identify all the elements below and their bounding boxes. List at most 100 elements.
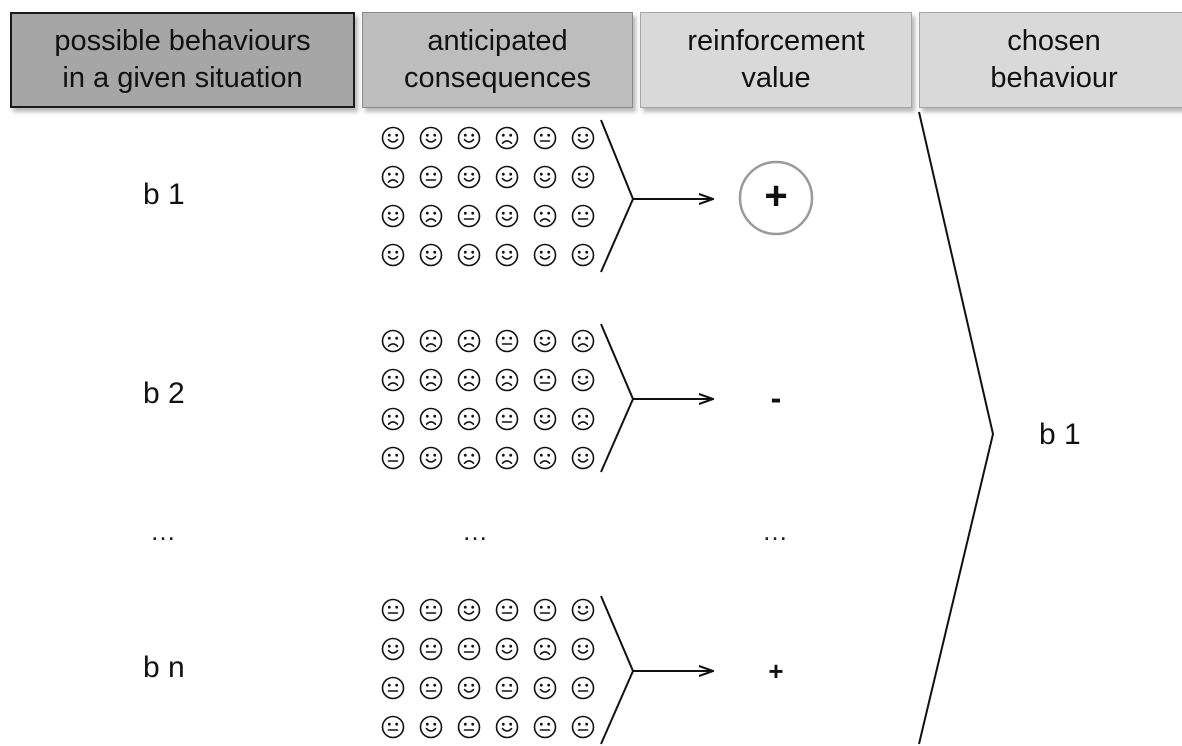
ellipsis-reinforcement: … xyxy=(762,516,788,546)
sad-face-icon xyxy=(374,399,412,438)
sad-face-icon xyxy=(374,157,412,196)
ellipsis-consequences: … xyxy=(462,516,488,546)
happy-face-icon xyxy=(526,321,564,360)
behaviour-label-b1: b 1 xyxy=(143,178,185,211)
happy-face-icon xyxy=(450,157,488,196)
chosen-behaviour-label: b 1 xyxy=(1039,418,1081,451)
happy-face-icon xyxy=(488,707,526,746)
happy-face-icon xyxy=(526,235,564,274)
sad-face-icon xyxy=(412,196,450,235)
happy-face-icon xyxy=(526,157,564,196)
neutral-face-icon xyxy=(374,438,412,477)
happy-face-icon xyxy=(412,235,450,274)
neutral-face-icon xyxy=(412,668,450,707)
neutral-face-icon xyxy=(526,360,564,399)
neutral-face-icon xyxy=(526,707,564,746)
sad-face-icon xyxy=(488,438,526,477)
happy-face-icon xyxy=(564,590,602,629)
header-chosen-behaviour: chosen behaviour xyxy=(919,12,1182,108)
neutral-face-icon xyxy=(412,590,450,629)
header-line: consequences xyxy=(403,62,592,94)
happy-face-icon xyxy=(412,438,450,477)
happy-face-icon xyxy=(374,196,412,235)
sad-face-icon xyxy=(412,399,450,438)
neutral-face-icon xyxy=(564,707,602,746)
neutral-face-icon xyxy=(450,707,488,746)
header-line: anticipated xyxy=(427,25,568,57)
sad-face-icon xyxy=(526,629,564,668)
sad-face-icon xyxy=(450,438,488,477)
sad-face-icon xyxy=(412,321,450,360)
happy-face-icon xyxy=(564,438,602,477)
consequence-grid-bn xyxy=(374,590,602,746)
sad-face-icon xyxy=(450,399,488,438)
neutral-face-icon xyxy=(450,196,488,235)
sad-face-icon xyxy=(564,399,602,438)
happy-face-icon xyxy=(450,118,488,157)
behaviour-label-bn: b n xyxy=(143,651,185,684)
header-reinforcement-value: reinforcement value xyxy=(640,12,912,108)
neutral-face-icon xyxy=(488,590,526,629)
reinforcement-value-bn: + xyxy=(768,656,784,686)
header-anticipated-consequences: anticipated consequences xyxy=(362,12,633,108)
happy-face-icon xyxy=(488,629,526,668)
neutral-face-icon xyxy=(412,629,450,668)
bracket-bn xyxy=(600,595,635,745)
happy-face-icon xyxy=(564,629,602,668)
happy-face-icon xyxy=(488,157,526,196)
behaviour-label-b2: b 2 xyxy=(143,377,185,410)
sad-face-icon xyxy=(526,196,564,235)
neutral-face-icon xyxy=(450,629,488,668)
happy-face-icon xyxy=(564,118,602,157)
header-possible-behaviours: possible behaviours in a given situation xyxy=(10,12,355,108)
neutral-face-icon xyxy=(564,668,602,707)
happy-face-icon xyxy=(374,235,412,274)
neutral-face-icon xyxy=(374,668,412,707)
happy-face-icon xyxy=(488,235,526,274)
reinforcement-value-b2: - xyxy=(770,380,782,416)
sad-face-icon xyxy=(450,360,488,399)
neutral-face-icon xyxy=(526,118,564,157)
chooser-bracket xyxy=(918,111,995,745)
sad-face-icon xyxy=(412,360,450,399)
neutral-face-icon xyxy=(526,590,564,629)
header-line: in a given situation xyxy=(62,62,303,94)
reinforcement-value-b1: + xyxy=(764,174,788,218)
header-line: value xyxy=(741,62,811,94)
neutral-face-icon xyxy=(488,399,526,438)
bracket-b1 xyxy=(600,119,635,273)
sad-face-icon xyxy=(450,321,488,360)
happy-face-icon xyxy=(374,629,412,668)
sad-face-icon xyxy=(526,438,564,477)
happy-face-icon xyxy=(412,118,450,157)
highlight-circle xyxy=(738,160,814,236)
sad-face-icon xyxy=(488,118,526,157)
ellipsis-behaviours: … xyxy=(150,516,176,546)
neutral-face-icon xyxy=(374,590,412,629)
happy-face-icon xyxy=(488,196,526,235)
neutral-face-icon xyxy=(488,668,526,707)
neutral-face-icon xyxy=(412,157,450,196)
sad-face-icon xyxy=(374,360,412,399)
neutral-face-icon xyxy=(374,707,412,746)
happy-face-icon xyxy=(526,668,564,707)
happy-face-icon xyxy=(374,118,412,157)
happy-face-icon xyxy=(450,590,488,629)
happy-face-icon xyxy=(564,157,602,196)
happy-face-icon xyxy=(564,235,602,274)
sad-face-icon xyxy=(374,321,412,360)
bracket-b2 xyxy=(600,323,635,473)
neutral-face-icon xyxy=(564,196,602,235)
happy-face-icon xyxy=(564,360,602,399)
header-line: behaviour xyxy=(990,62,1118,94)
happy-face-icon xyxy=(526,399,564,438)
happy-face-icon xyxy=(450,668,488,707)
consequence-grid-b1 xyxy=(374,118,602,274)
happy-face-icon xyxy=(412,707,450,746)
happy-face-icon xyxy=(450,235,488,274)
header-line: chosen xyxy=(1007,25,1101,57)
sad-face-icon xyxy=(488,360,526,399)
consequence-grid-b2 xyxy=(374,321,602,477)
neutral-face-icon xyxy=(488,321,526,360)
